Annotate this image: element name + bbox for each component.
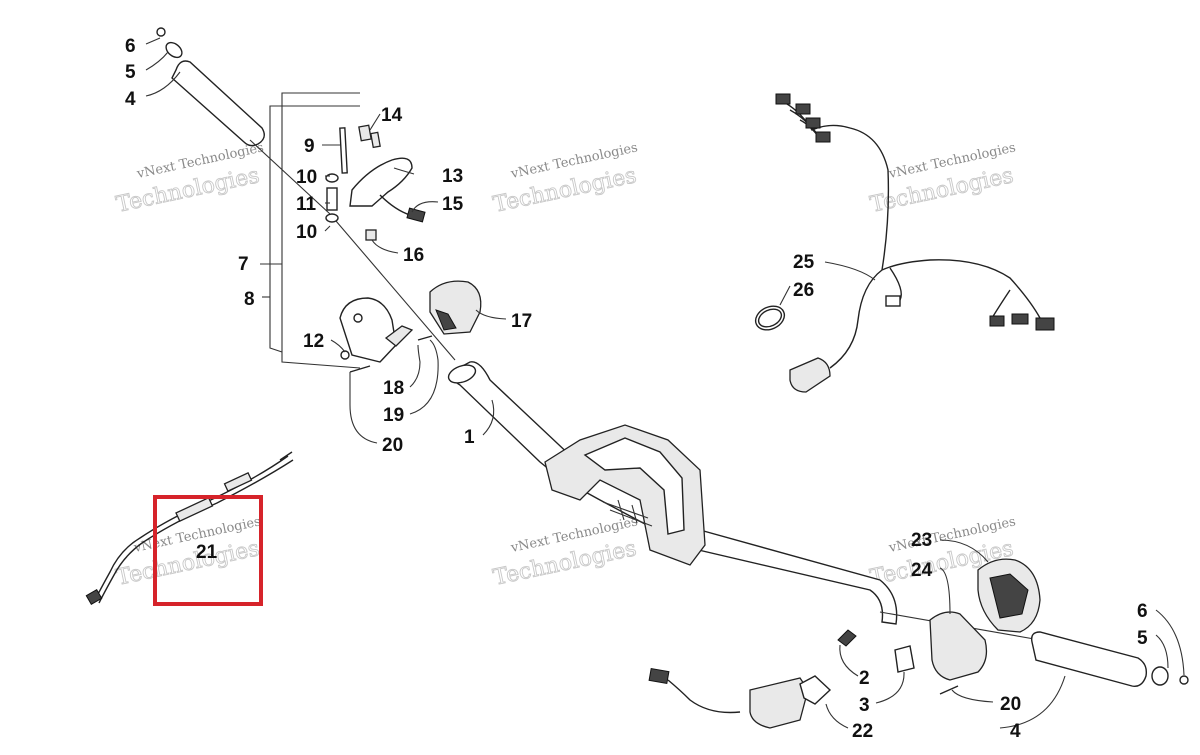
part-label-23: 23 <box>911 530 932 551</box>
part-label-19: 19 <box>383 405 404 426</box>
part-label-17: 17 <box>511 311 532 332</box>
part-label-7: 7 <box>238 254 249 275</box>
left-switch-parts <box>325 124 482 373</box>
part-label-12: 12 <box>303 331 324 352</box>
part-label-10-top: 10 <box>296 167 317 188</box>
part-label-8: 8 <box>244 289 255 310</box>
part-label-9: 9 <box>304 136 315 157</box>
part-label-15: 15 <box>442 194 464 215</box>
part-label-2: 2 <box>859 668 870 689</box>
wiring-harness <box>754 93 1055 393</box>
part-label-3: 3 <box>859 695 870 716</box>
part-label-4-right: 4 <box>1010 721 1021 742</box>
leader-lines <box>145 37 1185 729</box>
part-label-20-right: 20 <box>1000 694 1021 715</box>
throttle-cable <box>85 451 294 606</box>
part-label-14: 14 <box>381 105 403 126</box>
watermark-right-top: vNext Technologies Technologies <box>868 140 1018 218</box>
part-label-4-left: 4 <box>125 89 136 110</box>
watermark-left: vNext Technologies Technologies <box>114 140 266 218</box>
part-label-22: 22 <box>852 721 873 742</box>
watermark-center-top: vNext Technologies Technologies <box>491 140 640 218</box>
bracket-frame-7 <box>281 92 361 369</box>
right-side-parts <box>837 558 1189 695</box>
part-label-5-left: 5 <box>125 62 136 83</box>
part-label-10-bottom: 10 <box>296 222 317 243</box>
part-label-6-left: 6 <box>125 36 136 57</box>
part-label-5-right: 5 <box>1137 628 1148 649</box>
part-label-20-left: 20 <box>382 435 403 456</box>
part-label-13: 13 <box>442 166 463 187</box>
part-label-21: 21 <box>196 542 218 563</box>
watermark-left-bottom: vNext Technologies Technologies <box>114 514 263 591</box>
part-label-6-right: 6 <box>1137 601 1148 622</box>
left-grip <box>156 27 265 147</box>
part-label-1: 1 <box>464 427 475 448</box>
part-22-assembly <box>648 667 832 729</box>
highlight-box-21 <box>153 495 263 606</box>
part-labels: 6 5 4 14 9 13 10 11 15 10 16 7 8 17 12 1… <box>125 36 1148 742</box>
watermark-center-bottom: vNext Technologies Technologies <box>491 514 640 591</box>
part-label-18: 18 <box>383 378 404 399</box>
part-label-24: 24 <box>911 560 933 581</box>
part-label-16: 16 <box>403 245 424 266</box>
bracket-frame-8 <box>269 105 360 353</box>
part-label-11: 11 <box>296 194 317 215</box>
part-label-25: 25 <box>793 252 815 273</box>
part-label-26: 26 <box>793 280 814 301</box>
handlebar <box>249 139 1041 641</box>
